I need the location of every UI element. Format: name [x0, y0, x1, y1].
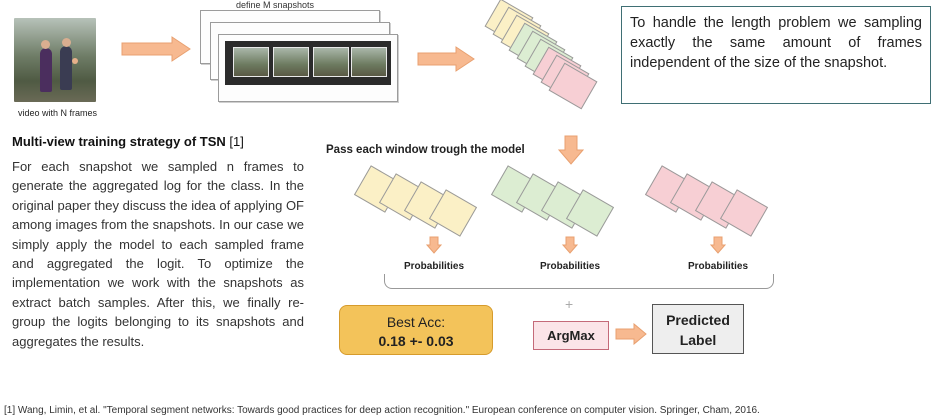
best-acc-label: Best Acc: [386, 314, 446, 330]
best-accuracy-box: Best Acc: 0.18 +- 0.03 [339, 305, 493, 355]
arrow-right-icon [615, 323, 647, 345]
footnote: [1] Wang, Limin, et al. "Temporal segmen… [4, 405, 760, 416]
video-caption: video with N frames [18, 108, 98, 118]
citation-ref: [1] [229, 134, 244, 149]
pass-label: Pass each window trough the model [326, 144, 525, 156]
plus-icon: + [565, 296, 574, 312]
arrow-down-icon [562, 236, 578, 254]
film-frame [351, 47, 387, 77]
figure-head [41, 40, 50, 49]
aggregation-bracket [384, 274, 774, 289]
argmax-box: ArgMax [533, 321, 609, 350]
info-box: To handle the length problem we sampling… [621, 6, 931, 104]
probabilities-label: Probabilities [688, 261, 749, 272]
film-frame [233, 47, 269, 77]
predicted-label-box: Predicted Label [652, 304, 744, 354]
arrow-right-icon [121, 36, 191, 62]
video-thumbnail [14, 18, 96, 102]
frame-stack [480, 0, 610, 110]
snapshot-strip [218, 34, 398, 102]
film-frame [273, 47, 309, 77]
figure-head [62, 38, 71, 47]
best-acc-value: 0.18 +- 0.03 [378, 333, 454, 349]
figure-shape [40, 48, 52, 92]
arrow-down-icon [426, 236, 442, 254]
probabilities-label: Probabilities [540, 261, 601, 272]
hand-shape [72, 58, 78, 64]
arrow-down-icon [710, 236, 726, 254]
film-frame [313, 47, 349, 77]
section-body: For each snapshot we sampled n frames to… [12, 159, 304, 349]
film-strip [225, 41, 391, 85]
section-title-text: Multi-view training strategy of TSN [12, 134, 226, 149]
arrow-right-icon [417, 46, 475, 72]
probabilities-label: Probabilities [404, 261, 465, 272]
arrow-down-icon [558, 135, 584, 165]
figure-shape [60, 46, 72, 90]
section-title: Multi-view training strategy of TSN [1] [12, 134, 244, 149]
snapshots-label: define M snapshots [236, 0, 315, 10]
